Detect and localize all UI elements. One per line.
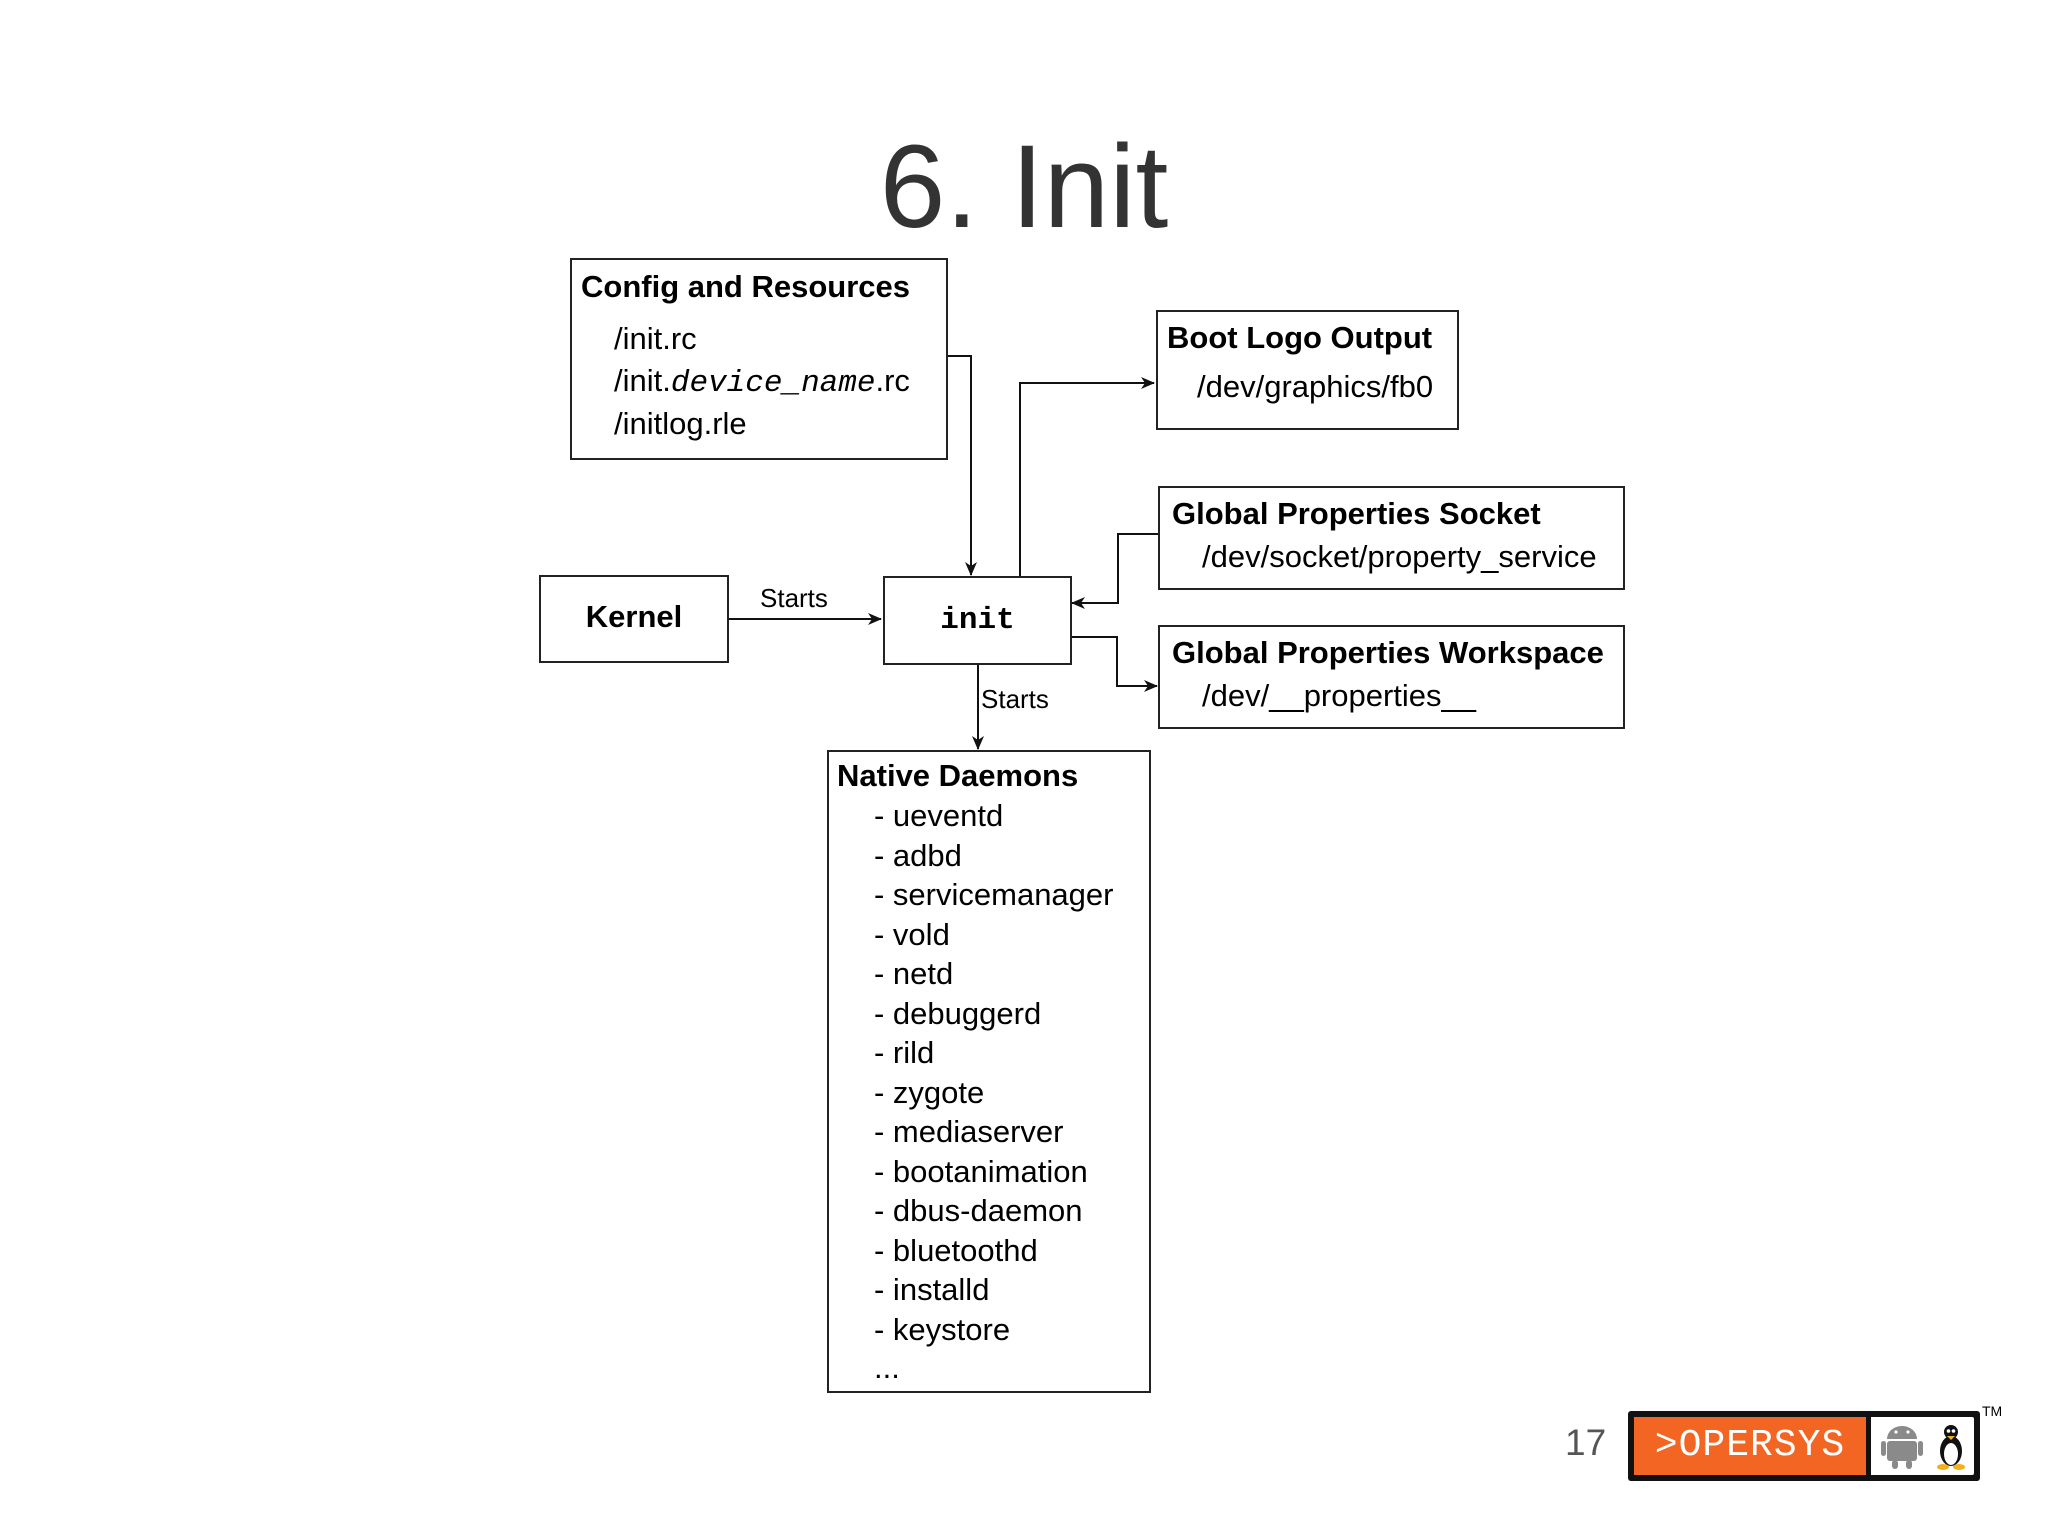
list-item: - bluetoothd — [874, 1233, 1038, 1268]
properties-workspace-title: Global Properties Workspace — [1172, 635, 1604, 670]
slide-title: 6. Init — [879, 121, 1169, 253]
trademark-symbol: TM — [1982, 1403, 2003, 1419]
list-item: - ueventd — [874, 798, 1004, 833]
config-to-init-arrow — [948, 355, 977, 576]
list-item: - servicemanager — [874, 877, 1114, 912]
init-device-rc-prefix: /init. — [614, 363, 671, 398]
property-service-path: /dev/socket/property_service — [1202, 539, 1597, 574]
native-daemons-title: Native Daemons — [837, 758, 1079, 793]
list-item: - mediaserver — [874, 1114, 1064, 1149]
kernel-box: Kernel — [539, 575, 729, 663]
init-device-rc-path: /init.device_name.rc — [614, 363, 910, 401]
opersys-logo: >OPERSYS — [1628, 1411, 1980, 1481]
native-daemons-box: Native Daemons - ueventd - adbd - servic… — [827, 750, 1151, 1393]
init-box: init — [883, 576, 1072, 665]
list-item: - bootanimation — [874, 1154, 1088, 1189]
init-device-rc-name: device_name — [670, 366, 876, 401]
properties-workspace-box: Global Properties Workspace /dev/__prope… — [1158, 625, 1625, 729]
android-icon — [1881, 1426, 1923, 1469]
page-number: 17 — [1565, 1422, 1607, 1463]
config-resources-box: Config and Resources /init.rc /init.devi… — [570, 258, 948, 460]
list-item: - dbus-daemon — [874, 1193, 1083, 1228]
framebuffer-path: /dev/graphics/fb0 — [1197, 369, 1434, 404]
init-to-bootlogo-arrow — [1019, 377, 1155, 577]
kernel-starts-label: Starts — [760, 583, 828, 613]
init-device-rc-suffix: .rc — [875, 363, 910, 398]
properties-socket-title: Global Properties Socket — [1172, 496, 1541, 531]
list-item: - rild — [874, 1035, 935, 1070]
init-rc-path: /init.rc — [614, 321, 697, 356]
list-item: ... — [874, 1350, 900, 1385]
list-item: - zygote — [874, 1075, 985, 1110]
boot-logo-title: Boot Logo Output — [1167, 320, 1433, 355]
list-item: - keystore — [874, 1312, 1011, 1347]
list-item: - netd — [874, 956, 954, 991]
list-item: - vold — [874, 917, 950, 952]
init-to-workspace-arrow — [1072, 636, 1158, 692]
boot-logo-box: Boot Logo Output /dev/graphics/fb0 — [1156, 310, 1459, 430]
list-item: - debuggerd — [874, 996, 1042, 1031]
tux-icon — [1937, 1425, 1965, 1470]
properties-path: /dev/__properties__ — [1202, 678, 1477, 713]
initlog-path: /initlog.rle — [614, 406, 747, 441]
config-resources-title: Config and Resources — [581, 269, 910, 304]
init-label: init — [940, 603, 1015, 638]
socket-to-init-arrow — [1071, 533, 1158, 609]
logo-orange-panel — [1634, 1417, 1866, 1475]
init-starts-label: Starts — [981, 684, 1049, 714]
list-item: - installd — [874, 1272, 990, 1307]
properties-socket-box: Global Properties Socket /dev/socket/pro… — [1158, 486, 1625, 590]
logo-icons-panel — [1871, 1417, 1974, 1475]
logo-text: >OPERSYS — [1654, 1424, 1846, 1467]
kernel-label: Kernel — [585, 599, 683, 634]
list-item: - adbd — [874, 838, 962, 873]
